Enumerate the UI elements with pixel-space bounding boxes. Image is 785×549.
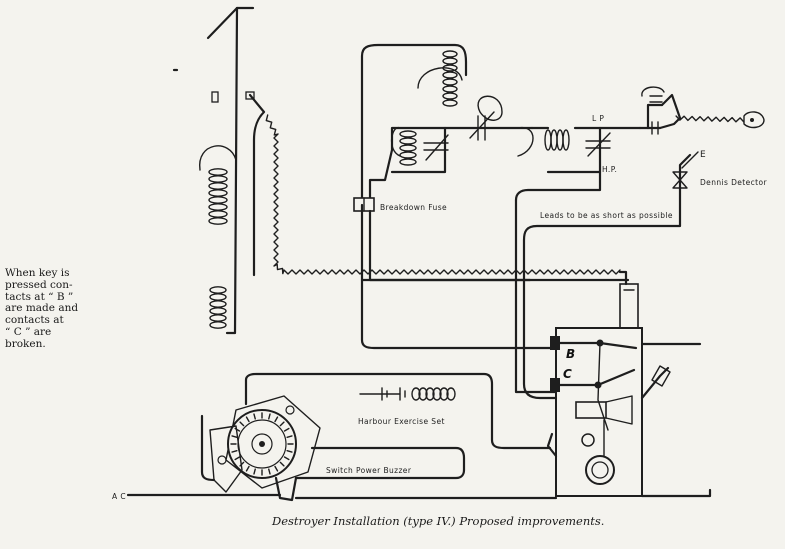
breakdown-fuse — [353, 197, 375, 212]
key-operation-note-line: pressed con- — [5, 278, 73, 291]
leads-note: Leads to be as short as possible — [540, 211, 673, 220]
aerial-tuning-coil — [199, 145, 237, 329]
figure-caption: Destroyer Installation (type IV.) Propos… — [272, 514, 605, 528]
supply-line — [126, 342, 712, 500]
e-label: E — [700, 150, 706, 160]
coupling-coils — [391, 50, 570, 166]
key-operation-note-line: contacts at — [5, 314, 64, 327]
key-operation-note-line: tacts at “ B ” — [5, 290, 74, 303]
harbour-exercise-set-label: Harbour Exercise Set — [358, 417, 445, 426]
key-relay-unit — [546, 283, 671, 497]
key-operation-note-line: When key is — [5, 267, 70, 279]
key-operation-note-line: “ C ” are — [5, 325, 52, 338]
ac-label: A C — [112, 492, 126, 501]
primary-circuit — [360, 43, 642, 207]
dennis-detector-label: Dennis Detector — [700, 178, 767, 187]
breakdown-fuse-label: Breakdown Fuse — [380, 203, 447, 212]
switch-power-buzzer — [200, 395, 466, 502]
detector-branch — [522, 86, 765, 400]
contact-c-label: C — [563, 367, 572, 381]
contact-b-label: B — [566, 347, 575, 361]
key-operation-note-line: are made and — [5, 302, 79, 315]
wire-bundle — [360, 170, 630, 394]
lp-label: L P — [592, 114, 604, 123]
switch-power-buzzer-label: Switch Power Buzzer — [326, 466, 412, 475]
aerial-lead — [172, 6, 255, 335]
variable-condensers — [423, 95, 611, 161]
harbour-exercise-set — [244, 372, 552, 450]
key-operation-note-line: broken. — [5, 337, 46, 350]
hp-label: H.P. — [602, 165, 617, 174]
